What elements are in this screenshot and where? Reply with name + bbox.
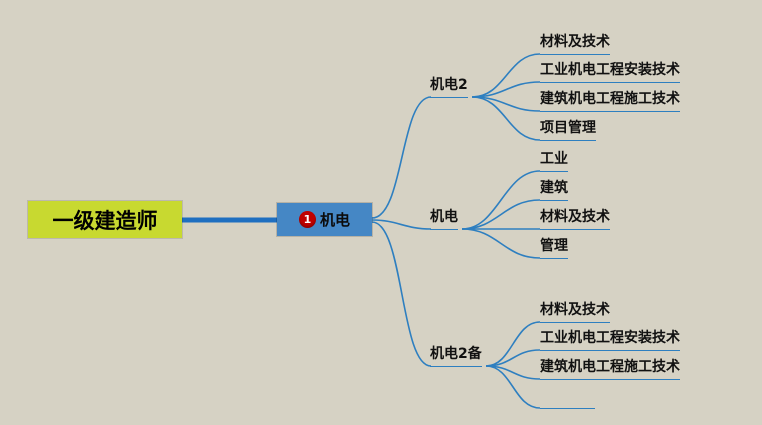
branch-topic[interactable]: 机电2备 (430, 345, 482, 367)
connector-b1-c4 (471, 96, 541, 141)
leaf-topic-empty[interactable] (540, 387, 595, 409)
connector-b3-c1 (485, 321, 541, 367)
main-topic-label: 机电 (319, 211, 350, 229)
leaf-topic[interactable]: 工业 (540, 150, 568, 172)
connector-b2-c2 (461, 199, 541, 230)
root-topic[interactable]: 一级建造师 (28, 201, 182, 238)
main-topic[interactable]: 1 机电 (277, 203, 372, 236)
connector-b3-c4 (485, 365, 541, 409)
leaf-topic[interactable]: 建筑 (540, 179, 568, 201)
connector-main-branch2 (371, 219, 432, 230)
branch-topic[interactable]: 机电 (430, 208, 458, 230)
leaf-topic[interactable]: 工业机电工程安装技术 (540, 61, 680, 83)
priority-1-marker-icon: 1 (298, 211, 316, 228)
connector-b2-c1 (461, 170, 541, 230)
leaf-topic[interactable]: 材料及技术 (540, 33, 610, 55)
leaf-topic[interactable]: 工业机电工程安装技术 (540, 329, 680, 351)
leaf-topic[interactable]: 建筑机电工程施工技术 (540, 358, 680, 380)
root-topic-label: 一级建造师 (52, 208, 158, 233)
connector-main-branch1 (371, 96, 432, 219)
branch-topic[interactable]: 机电2 (430, 76, 468, 98)
leaf-topic[interactable]: 材料及技术 (540, 301, 610, 323)
connector-main-branch3 (371, 221, 432, 367)
leaf-topic[interactable]: 建筑机电工程施工技术 (540, 90, 680, 112)
leaf-topic[interactable]: 管理 (540, 237, 568, 259)
connector-b2-c4 (461, 228, 541, 259)
connector-b1-c1 (471, 53, 541, 98)
leaf-topic[interactable]: 材料及技术 (540, 208, 610, 230)
leaf-topic[interactable]: 项目管理 (540, 119, 596, 141)
